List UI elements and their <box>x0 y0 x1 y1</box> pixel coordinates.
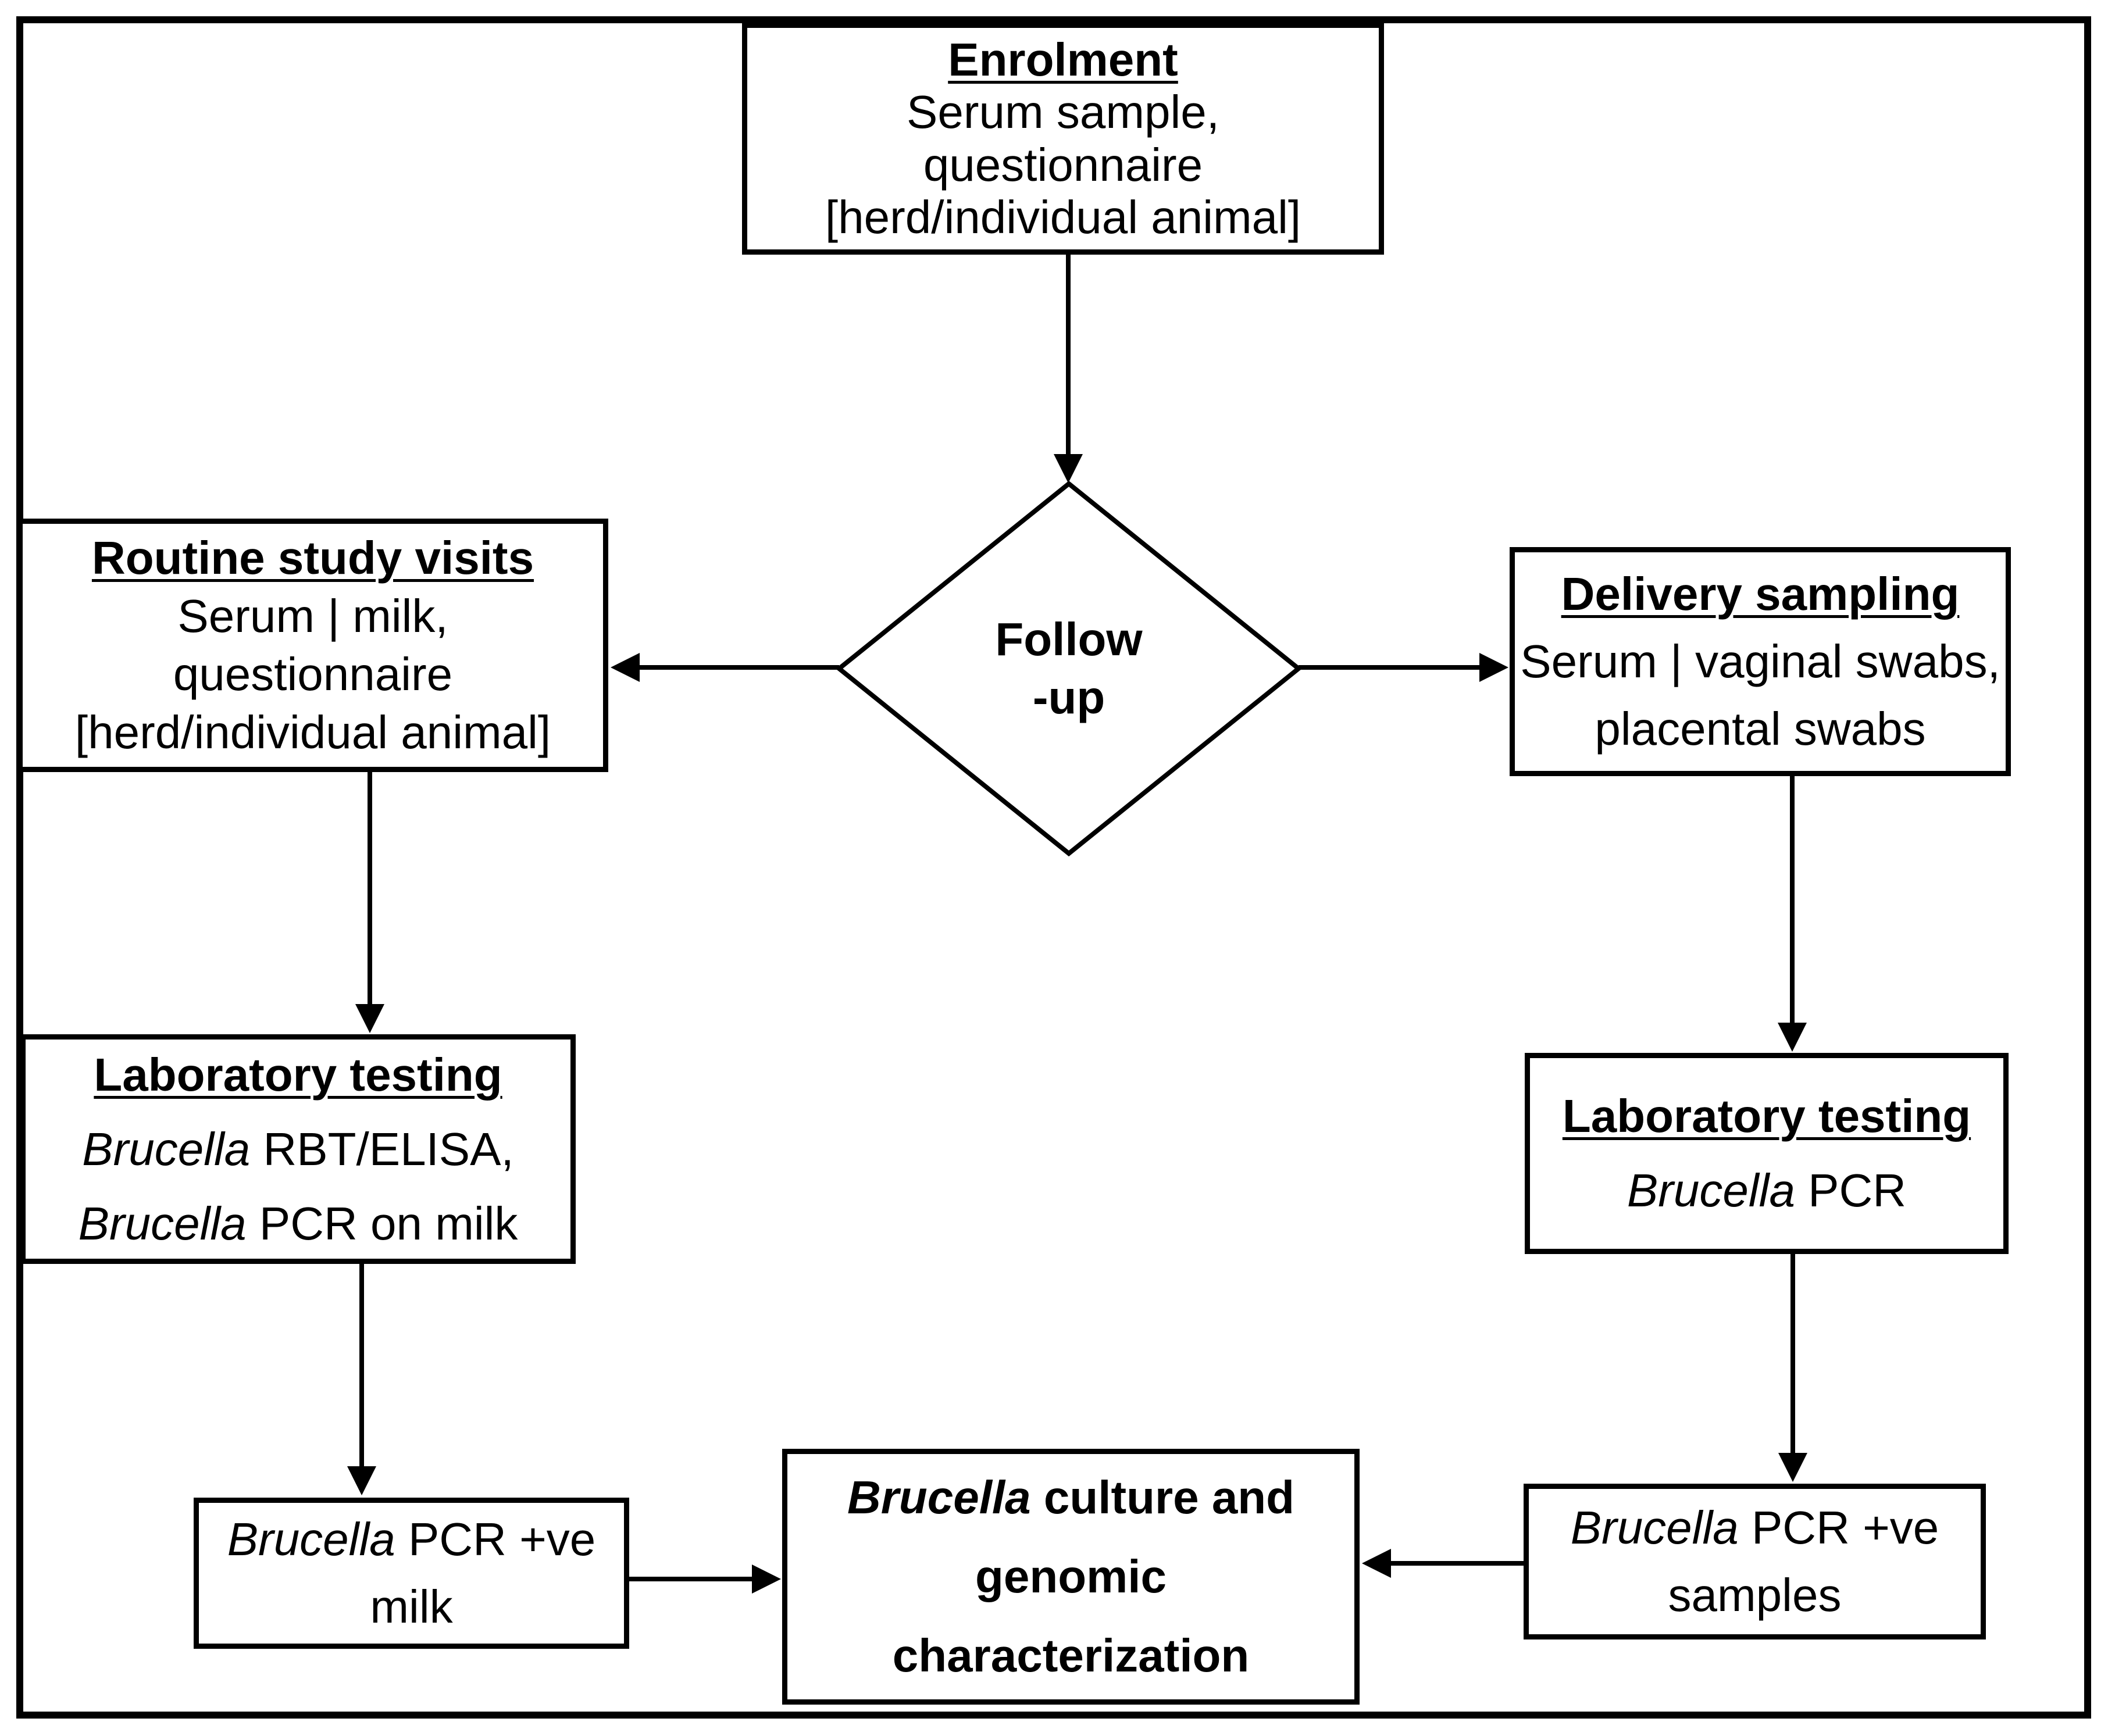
node-lab-left-line1-rest: RBT/ELISA, <box>250 1123 514 1175</box>
arrow-delivery-to-lab-right <box>1778 776 1807 1052</box>
node-pcr-samples-line2: samples <box>1668 1569 1842 1621</box>
node-routine-title: Routine study visits <box>91 532 534 584</box>
arrowhead-right-icon <box>1479 653 1508 682</box>
node-culture-line3: characterization <box>892 1630 1250 1681</box>
node-lab-right-title: Laboratory testing <box>1562 1090 1971 1142</box>
node-lab-left-line2: Brucella PCR on milk <box>79 1187 518 1261</box>
arrowhead-right-icon <box>752 1564 781 1594</box>
arrow-enrolment-to-followup <box>1054 255 1083 483</box>
brucella-italic: Brucella <box>78 1197 247 1249</box>
node-enrolment-line1: Serum sample, <box>907 86 1219 138</box>
node-lab-right-line1-rest: PCR <box>1795 1165 1907 1216</box>
node-culture-genomic-characterization: Brucella culture and genomic characteriz… <box>782 1449 1360 1705</box>
node-followup-line2: -up <box>1032 671 1105 723</box>
arrowhead-left-icon <box>611 653 640 682</box>
arrow-lab-right-to-pcr-samples <box>1778 1254 1807 1482</box>
node-routine-line1: Serum | milk, <box>177 590 448 642</box>
node-pcr-samples-line1-rest: PCR +ve <box>1738 1502 1939 1553</box>
node-followup: Follow -up <box>839 484 1299 853</box>
node-enrolment-title: Enrolment <box>948 33 1178 85</box>
arrowhead-down-icon <box>1778 1453 1807 1482</box>
arrowhead-down-icon <box>1778 1023 1807 1052</box>
node-routine-study-visits: Routine study visits Serum | milk, quest… <box>17 519 608 772</box>
node-lab-left-title: Laboratory testing <box>94 1048 502 1101</box>
node-delivery-title: Delivery sampling <box>1561 568 1960 620</box>
node-pcr-positive-samples: Brucella PCR +ve samples <box>1524 1484 1986 1639</box>
node-pcr-positive-milk: Brucella PCR +ve milk <box>194 1498 629 1649</box>
node-pcr-milk-line2: milk <box>370 1581 453 1633</box>
node-enrolment: Enrolment Serum sample, questionnaire [h… <box>742 23 1384 255</box>
arrowhead-left-icon <box>1362 1549 1391 1578</box>
brucella-italic: Brucella <box>82 1123 251 1175</box>
node-lab-testing-right: Laboratory testing Brucella PCR <box>1525 1053 2009 1254</box>
node-pcr-milk-line1-rest: PCR +ve <box>395 1513 596 1565</box>
arrow-followup-to-delivery <box>1299 653 1508 682</box>
node-culture-line1-rest: culture and <box>1030 1471 1295 1523</box>
brucella-italic: Brucella <box>1570 1502 1739 1553</box>
node-routine-line2: questionnaire <box>173 648 453 700</box>
node-lab-left-line2-rest: PCR on milk <box>246 1197 518 1249</box>
node-pcr-milk-line1: Brucella PCR +ve <box>227 1506 596 1573</box>
followup-diamond-shape <box>835 480 1303 857</box>
arrow-followup-to-routine <box>611 653 839 682</box>
node-culture-line2: genomic <box>975 1551 1167 1602</box>
node-lab-right-line1: Brucella PCR <box>1627 1153 1906 1228</box>
node-lab-testing-left: Laboratory testing Brucella RBT/ELISA, B… <box>20 1034 576 1264</box>
arrow-lab-left-to-pcr-milk <box>347 1264 376 1495</box>
node-routine-line3: [herd/individual animal] <box>74 706 551 758</box>
arrow-pcr-samples-to-culture <box>1362 1549 1524 1578</box>
node-culture-line1: Brucella culture and <box>847 1458 1294 1537</box>
node-delivery-line1: Serum | vaginal swabs, <box>1520 635 2000 687</box>
node-enrolment-line3: [herd/individual animal] <box>825 191 1301 243</box>
node-followup-line1: Follow <box>995 613 1143 665</box>
node-delivery-sampling: Delivery sampling Serum | vaginal swabs,… <box>1510 547 2011 776</box>
node-lab-left-line1: Brucella RBT/ELISA, <box>82 1112 514 1187</box>
arrow-pcr-milk-to-culture <box>629 1564 781 1594</box>
brucella-italic: Brucella <box>847 1471 1031 1523</box>
arrowhead-down-icon <box>347 1466 376 1495</box>
arrowhead-down-icon <box>355 1004 384 1033</box>
node-pcr-samples-line1: Brucella PCR +ve <box>1571 1494 1939 1562</box>
arrowhead-down-icon <box>1054 454 1083 483</box>
arrow-routine-to-lab-left <box>355 772 384 1033</box>
brucella-italic: Brucella <box>1627 1165 1795 1216</box>
node-enrolment-line2: questionnaire <box>923 138 1203 191</box>
brucella-italic: Brucella <box>227 1513 395 1565</box>
node-delivery-line2: placental swabs <box>1595 703 1926 755</box>
figure-border <box>16 16 2091 1719</box>
